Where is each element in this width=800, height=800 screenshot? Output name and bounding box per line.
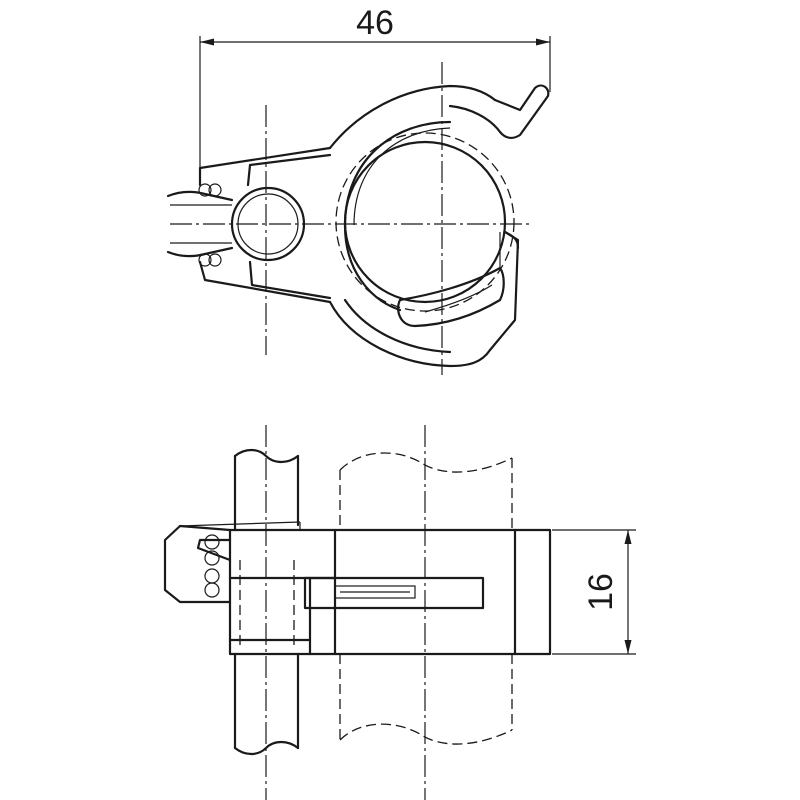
height-dimension-label: 16 — [582, 573, 620, 611]
small-rod-section — [166, 183, 306, 267]
width-dimension: 46 — [199, 4, 551, 185]
small-rod-elevation — [233, 448, 300, 756]
clip-body-plan — [198, 84, 550, 368]
large-pipe-elevation — [339, 452, 513, 745]
clip-body-elevation — [163, 521, 552, 656]
top-view: 46 — [166, 4, 551, 375]
height-dimension: 16 — [552, 529, 636, 655]
front-view: 16 — [163, 425, 636, 800]
width-dimension-label: 46 — [356, 4, 394, 42]
